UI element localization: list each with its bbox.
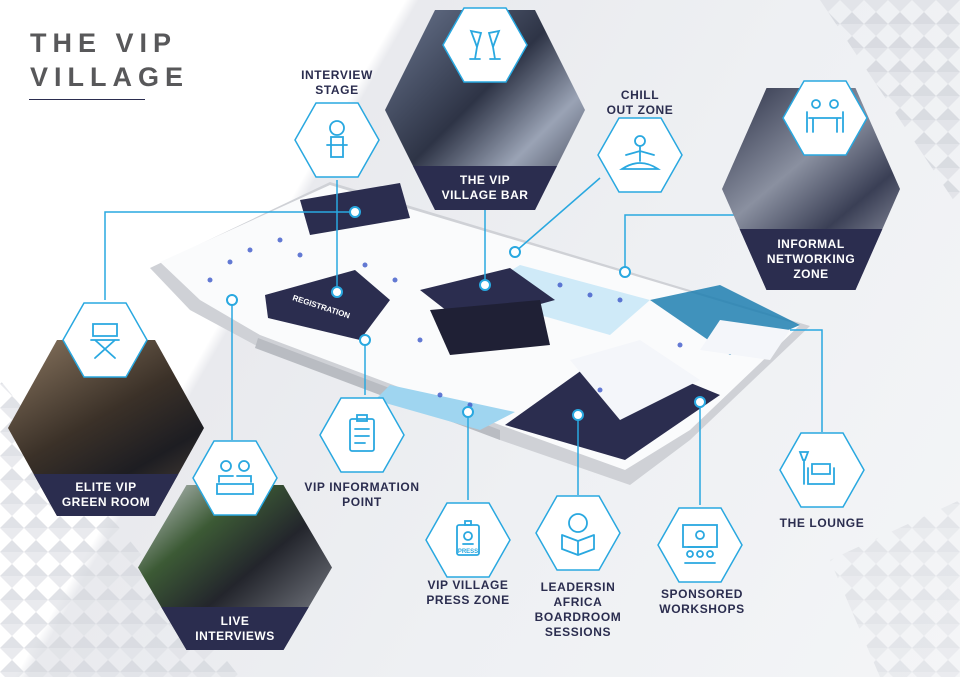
label-line: POINT	[342, 495, 382, 509]
press-zone-label: VIP VILLAGE PRESS ZONE	[426, 578, 509, 608]
label-line: STAGE	[315, 83, 359, 97]
champagne-glasses-icon	[442, 7, 528, 83]
label-line: ELITE VIP	[75, 479, 137, 494]
page-title: THE VIP VILLAGE	[30, 26, 189, 94]
interview-stage-label: INTERVIEW STAGE	[301, 68, 373, 98]
label-line: INTERVIEW	[301, 68, 373, 82]
lounge-label: THE LOUNGE	[780, 516, 865, 531]
press-badge-text: PRESS	[458, 549, 478, 555]
idea-box-icon	[535, 495, 621, 571]
microphone-icon	[294, 102, 380, 178]
label-line: VIP VILLAGE	[427, 578, 509, 592]
label-line: INTERVIEWS	[195, 628, 275, 643]
label-line: CHILL	[620, 88, 660, 102]
label-line: ZONE	[793, 267, 829, 282]
label-line: GREEN ROOM	[61, 494, 151, 509]
armchair-lamp-icon	[779, 432, 865, 508]
presentation-icon	[657, 507, 743, 583]
label-line: OUT ZONE	[606, 103, 674, 117]
label-line: LIVE	[220, 613, 250, 628]
press-area	[375, 385, 515, 430]
info-point-label: VIP INFORMATION POINT	[304, 480, 419, 510]
label-line: INFORMAL	[777, 237, 845, 252]
label-line: NETWORKING	[766, 252, 856, 267]
table-chairs-icon	[782, 80, 868, 156]
label-line: BOARDROOM	[534, 610, 622, 624]
label-line: THE LOUNGE	[779, 516, 865, 530]
label-line: SPONSORED	[660, 587, 744, 601]
label-line: WORKSHOPS	[659, 602, 745, 616]
label-line: VIP INFORMATION	[304, 480, 420, 494]
label-line: PRESS ZONE	[426, 593, 510, 607]
chill-out-zone-label: CHILL OUT ZONE	[607, 88, 674, 118]
label-line: THE VIP	[459, 173, 511, 187]
label-line: LEADERSIN	[540, 580, 616, 594]
interview-icon	[192, 440, 278, 516]
label-line: VILLAGE BAR	[441, 188, 529, 202]
title-line-1: THE VIP	[30, 28, 178, 58]
title-line-2: VILLAGE	[30, 62, 190, 92]
clipboard-icon	[319, 397, 405, 473]
director-chair-icon	[62, 302, 148, 378]
registration-desk	[265, 270, 390, 340]
press-badge-icon: PRESS	[425, 502, 511, 578]
label-line: AFRICA	[553, 595, 603, 609]
title-underline	[29, 99, 145, 100]
workshops-label: SPONSORED WORKSHOPS	[659, 587, 744, 617]
boardroom-sessions-label: LEADERSIN AFRICA BOARDROOM SESSIONS	[535, 580, 622, 640]
meditation-icon	[597, 117, 683, 193]
label-line: SESSIONS	[544, 625, 612, 639]
